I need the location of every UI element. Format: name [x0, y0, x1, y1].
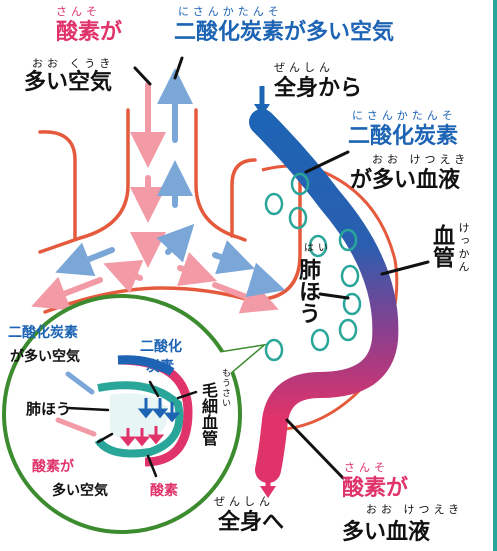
- inset-alveolus: [94, 381, 184, 458]
- inset-o2-air-2: 多い空気: [52, 483, 108, 499]
- inset-o2-arrows: [119, 426, 165, 447]
- label-top-oxygen-ruby: さんそ: [56, 5, 101, 18]
- label-from-body: 全身から: [274, 76, 363, 101]
- inset-co2-2: 炭素: [146, 359, 174, 375]
- label-lung: 肺ほう: [295, 258, 320, 324]
- oxygen-airflow-arrows: [31, 82, 279, 314]
- inset-co2-arrows: [137, 398, 181, 423]
- label-co2-blood-ruby1: にさんかたんそ: [352, 109, 457, 122]
- label-top-oxygen: 酸素が: [56, 22, 122, 44]
- inset-pointer-lines: [66, 380, 198, 478]
- label-top-air-ruby: おお くうき: [32, 57, 115, 70]
- alveoli: [264, 172, 362, 362]
- label-top-co2: 二酸化炭素が多い空気: [174, 20, 395, 45]
- inset-airflow: [55, 371, 97, 437]
- label-co2-blood-1: 二酸化炭素: [348, 124, 459, 149]
- inset-capillary-ruby: もうさい: [220, 368, 230, 408]
- label-vessel-ruby: けっかん: [457, 222, 470, 274]
- label-o2-blood-ruby1: さんそ: [344, 461, 389, 474]
- label-top-oxygen-text: 酸素が: [56, 20, 123, 45]
- label-pointer-lines: [133, 56, 430, 480]
- inset-lung: 肺ほう: [26, 400, 72, 418]
- label-top-co2-ruby: にさんかたんそ: [178, 5, 283, 18]
- label-lung-ruby: はい: [304, 243, 332, 254]
- label-vessel: 血管: [429, 224, 454, 268]
- co2-airflow-arrows: [55, 68, 286, 298]
- blood-out-arrow: [260, 466, 276, 498]
- inset-co2-air-2: が多い空気: [10, 349, 80, 365]
- blood-in-arrow: [254, 86, 270, 116]
- inset-co2-1: 二酸化: [140, 339, 182, 355]
- blood-vessel: [249, 109, 399, 483]
- label-co2-blood-ruby2: おお けつえき: [372, 153, 470, 166]
- label-co2-blood-2: が多い血液: [350, 168, 461, 193]
- inset-capillary: 毛細血管: [199, 382, 218, 446]
- label-o2-blood-ruby2: おお けつえき: [366, 503, 464, 516]
- inset-co2-air-1: 二酸化炭素: [8, 325, 78, 341]
- inset-o2-air-1: 酸素が: [32, 459, 74, 475]
- label-to-body: 全身へ: [218, 510, 285, 535]
- label-o2-blood-1: 酸素が: [342, 476, 409, 501]
- label-to-body-ruby: ぜんしん: [214, 495, 274, 508]
- label-top-air: 多い空気: [24, 70, 113, 95]
- label-o2-blood-2: 多い血液: [342, 520, 431, 545]
- inset-o2: 酸素: [150, 483, 178, 499]
- label-from-body-ruby: ぜんしん: [274, 61, 334, 74]
